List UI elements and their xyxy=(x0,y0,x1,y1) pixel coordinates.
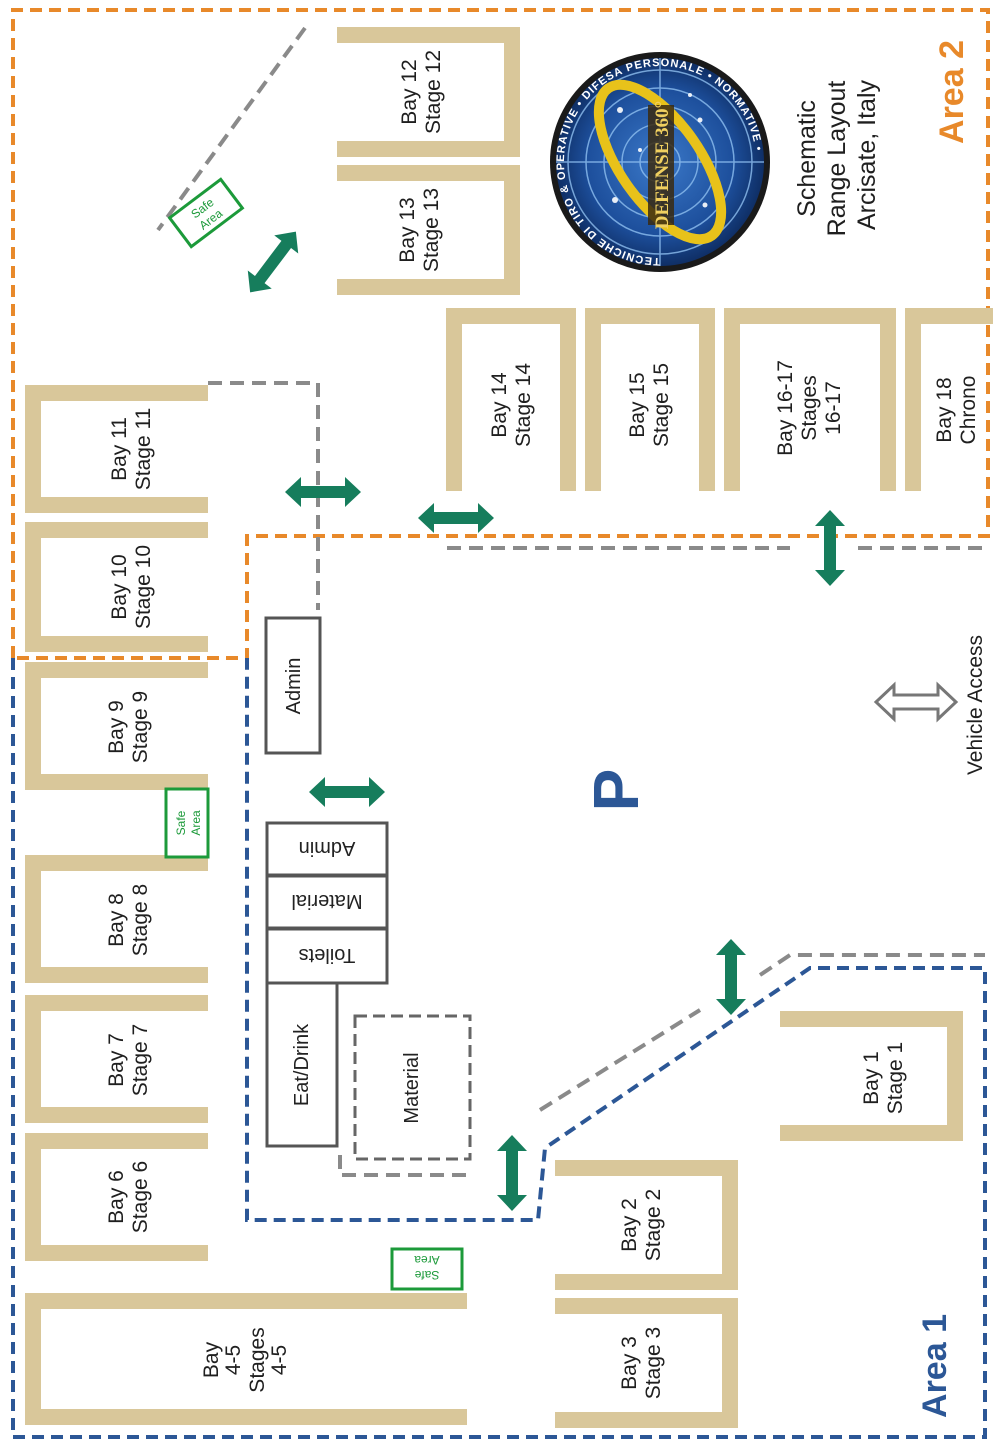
bay-6-label: Bay 6Stage 6 xyxy=(105,1161,152,1233)
passage-arrow-area1-right xyxy=(716,939,746,1015)
toilets-building: Toilets xyxy=(265,927,389,985)
svg-text:Admin: Admin xyxy=(283,658,305,715)
parking-symbol: P xyxy=(580,769,652,812)
bay-9: Bay 9Stage 9 xyxy=(25,662,208,790)
admin-building: Admin xyxy=(265,821,389,877)
safe-area-middle: SafeArea xyxy=(164,787,210,859)
material-building: Material xyxy=(265,874,389,930)
bay-7-label: Bay 7Stage 7 xyxy=(105,1024,152,1096)
bay-14-label: Bay 14Stage 14 xyxy=(488,363,535,447)
bay-4-5: Bay4-5Stages4-5 xyxy=(25,1293,467,1425)
bay-3-label: Bay 3Stage 3 xyxy=(618,1327,665,1399)
safe-area-top: SafeArea xyxy=(167,177,245,249)
bay-12: Bay 12Stage 12 xyxy=(337,27,520,157)
passage-arrow-bay14 xyxy=(418,503,494,533)
material-tent: Material xyxy=(353,1014,472,1161)
bay-16-17: Bay 16-17Stages16-17 xyxy=(724,308,896,491)
eat-drink-building: Eat/Drink xyxy=(265,981,339,1148)
bay-18: Bay 18Chrono xyxy=(905,308,993,491)
area-1-label: Area 1 xyxy=(916,1314,954,1418)
bay-16-17-label: Bay 16-17Stages16-17 xyxy=(774,360,845,456)
passage-arrow-admin-top xyxy=(285,477,361,507)
bay-12-label: Bay 12Stage 12 xyxy=(398,50,445,134)
map-title: Schematic Range Layout Arcisate, Italy xyxy=(793,74,881,237)
bay-2: Bay 2Stage 2 xyxy=(555,1160,738,1290)
area-2-label: Area 2 xyxy=(933,40,971,144)
bay-13: Bay 13Stage 13 xyxy=(337,165,520,295)
bay-1: Bay 1Stage 1 xyxy=(780,1011,963,1141)
bay-8: Bay 8Stage 8 xyxy=(25,855,208,983)
bay-6: Bay 6Stage 6 xyxy=(25,1133,208,1261)
vehicle-access-label: Vehicle Access xyxy=(964,635,987,775)
svg-text:DEFENSE 360°: DEFENSE 360° xyxy=(652,101,673,229)
bay-10-label: Bay 10Stage 10 xyxy=(108,545,155,629)
bay-1-label: Bay 1Stage 1 xyxy=(860,1042,907,1114)
bay-15: Bay 15Stage 15 xyxy=(585,308,715,491)
passage-arrow-diagonal xyxy=(247,231,299,293)
bay-7: Bay 7Stage 7 xyxy=(25,995,208,1123)
bay-8-label: Bay 8Stage 8 xyxy=(105,884,152,956)
svg-text:Admin: Admin xyxy=(299,837,356,859)
bay-3: Bay 3Stage 3 xyxy=(555,1298,738,1428)
bay-2-label: Bay 2Stage 2 xyxy=(618,1189,665,1261)
passage-arrow-bay16 xyxy=(815,510,845,586)
bay-11: Bay 11Stage 11 xyxy=(25,385,208,513)
bay-9-label: Bay 9Stage 9 xyxy=(105,691,152,763)
bay-18-label: Bay 18Chrono xyxy=(933,376,980,445)
fence-lines xyxy=(156,26,988,1177)
area-1-boundary xyxy=(11,658,987,1439)
svg-text:Material: Material xyxy=(291,890,362,912)
safe-area-bottom: SafeArea xyxy=(390,1247,464,1291)
bay-13-label: Bay 13Stage 13 xyxy=(396,188,443,272)
bay-15-label: Bay 15Stage 15 xyxy=(626,363,673,447)
bay-4-5-label: Bay4-5Stages4-5 xyxy=(200,1327,291,1392)
svg-text:Material: Material xyxy=(401,1052,423,1123)
svg-text:SafeArea: SafeArea xyxy=(414,1253,440,1282)
defense360-logo: TECNICHE DI TIRO & OPERATIVE • DIFESA PE… xyxy=(550,52,770,272)
admin-building-top: Admin xyxy=(264,616,322,755)
svg-text:SafeArea: SafeArea xyxy=(174,810,203,836)
bay-11-label: Bay 11Stage 11 xyxy=(108,408,155,491)
passage-arrow-admin xyxy=(309,777,385,807)
passage-arrow-area1-left xyxy=(497,1135,527,1211)
bay-14: Bay 14Stage 14 xyxy=(446,308,576,491)
svg-text:Toilets: Toilets xyxy=(299,944,356,966)
bay-10: Bay 10Stage 10 xyxy=(25,522,208,652)
vehicle-access-arrow xyxy=(873,681,959,723)
svg-text:Eat/Drink: Eat/Drink xyxy=(291,1023,313,1106)
